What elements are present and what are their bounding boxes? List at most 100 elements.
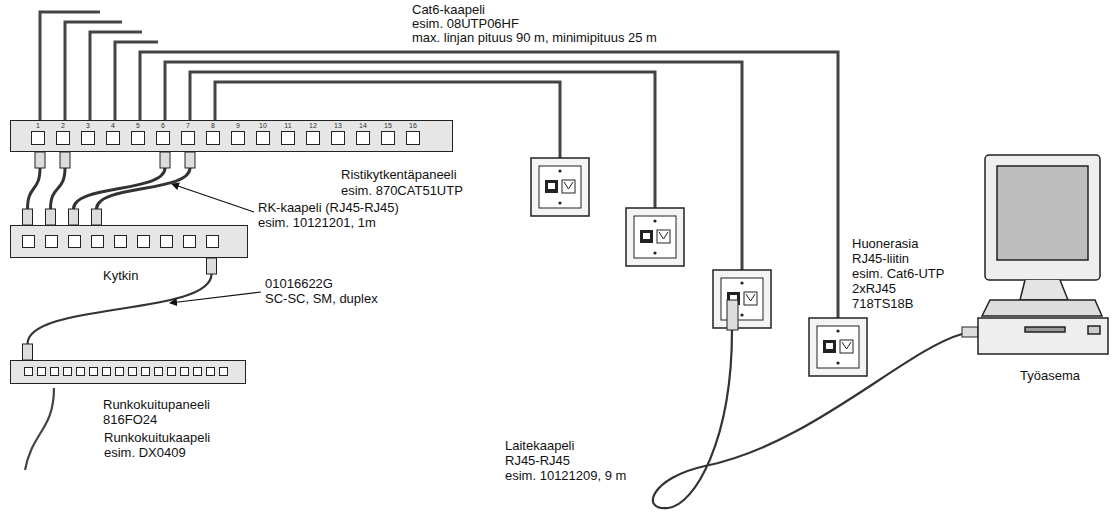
fibre-port — [141, 367, 150, 376]
fibre-port — [128, 367, 137, 376]
callout-label: 718TS18B — [852, 296, 913, 311]
workstation-illustration — [978, 155, 1108, 354]
node-label: Runkokuitupaneeli — [103, 397, 210, 412]
network-switch: Kytkin — [10, 225, 248, 258]
port-number: 16 — [406, 122, 420, 130]
cable-plug — [160, 152, 170, 168]
port-number: 4 — [106, 122, 120, 130]
port-number: 6 — [156, 122, 170, 130]
fibre-port — [63, 367, 72, 376]
callout-label: esim. DX0409 — [104, 445, 186, 460]
rj45-port — [81, 131, 95, 145]
port-number: 1 — [31, 122, 45, 130]
fibre-port — [102, 367, 111, 376]
port-number: 12 — [306, 122, 320, 130]
fibre-port — [115, 367, 124, 376]
cable-plug — [185, 152, 195, 168]
port-number: 8 — [206, 122, 220, 130]
callout-label: esim. 08UTP06HF — [412, 16, 519, 31]
rj45-port — [156, 131, 170, 145]
callout-label: Huonerasia — [852, 236, 919, 251]
patch-panel: Ristikytkentäpaneeliesim. 870CAT51UTP123… — [10, 120, 453, 152]
node-label: Työasema — [1020, 368, 1080, 383]
fibre-patch-cable — [23, 258, 217, 360]
fibre-panel: Runkokuitupaneeli816FO24 — [10, 360, 246, 384]
rj45-port — [181, 131, 195, 145]
fibre-port — [219, 367, 228, 376]
rj45-port — [406, 131, 420, 145]
leader-arrow — [172, 184, 254, 212]
cable-line — [97, 168, 191, 209]
rj45-port — [160, 235, 173, 248]
rj45-port — [131, 131, 145, 145]
rj45-port — [206, 235, 219, 248]
port-number: 3 — [81, 122, 95, 130]
patch-cable — [23, 152, 46, 225]
callout-label: esim. 10121209, 9 m — [505, 468, 626, 483]
rj45-port — [137, 235, 150, 248]
rj45-port — [381, 131, 395, 145]
cable-plug — [69, 209, 79, 225]
callout-label: esim. Cat6-UTP — [852, 266, 944, 281]
callout-label: RJ45-liitin — [852, 251, 909, 266]
callout-label: Cat6-kaapeli — [412, 2, 485, 17]
callout-label: 2xRJ45 — [852, 281, 896, 296]
rj45-port — [206, 131, 220, 145]
wall-outlet — [626, 208, 684, 266]
rj45-port — [91, 235, 104, 248]
callout-label: Laitekaapeli — [505, 438, 574, 453]
rj45-plug — [962, 327, 978, 337]
rj45-port — [106, 131, 120, 145]
cable-plug — [46, 209, 56, 225]
cable-plug — [92, 209, 102, 225]
rj45-port — [114, 235, 127, 248]
callout-label: RJ45-RJ45 — [505, 453, 570, 468]
port-number: 10 — [256, 122, 270, 130]
fibre-port — [76, 367, 85, 376]
fibre-port — [193, 367, 202, 376]
callout-label: RK-kaapeli (RJ45-RJ45) — [258, 200, 399, 215]
rj45-port — [22, 235, 35, 248]
port-number: 9 — [231, 122, 245, 130]
cable-line — [51, 168, 66, 209]
node-label: Ristikytkentäpaneeli — [341, 167, 457, 182]
workstation: Työasema — [960, 150, 1110, 362]
node-label: Kytkin — [103, 268, 138, 283]
fibre-port — [37, 367, 46, 376]
fibre-cable — [25, 388, 54, 470]
patch-cable — [69, 152, 171, 225]
rj45-port — [256, 131, 270, 145]
fibre-port — [24, 367, 33, 376]
rj45-port — [331, 131, 345, 145]
cable-line — [28, 274, 212, 344]
wall-outlet — [713, 270, 771, 328]
node-label: 816FO24 — [103, 412, 157, 427]
wall-outlet — [809, 318, 867, 376]
fibre-port — [206, 367, 215, 376]
device-cable — [653, 330, 962, 508]
rj45-port — [68, 235, 81, 248]
rj45-plug — [727, 300, 738, 330]
cable-plug — [207, 258, 217, 274]
port-number: 5 — [131, 122, 145, 130]
port-number: 11 — [281, 122, 295, 130]
cable-plug — [35, 152, 45, 168]
cable-plug — [23, 344, 33, 360]
rj45-port — [281, 131, 295, 145]
rj45-port — [31, 131, 45, 145]
cable-line — [28, 168, 41, 209]
wall-outlet — [531, 158, 589, 216]
leader-arrow — [170, 292, 261, 303]
callout-label: max. linjan pituus 90 m, minimipituus 25… — [412, 30, 657, 45]
callout-label: Runkokuitukaapeli — [104, 430, 210, 445]
fibre-port — [50, 367, 59, 376]
port-number: 2 — [56, 122, 70, 130]
fibre-port — [89, 367, 98, 376]
patch-cable — [92, 152, 196, 225]
port-number: 14 — [356, 122, 370, 130]
callout-label: SC-SC, SM, duplex — [265, 291, 378, 306]
port-number: 7 — [181, 122, 195, 130]
cable-plug — [60, 152, 70, 168]
rj45-port — [231, 131, 245, 145]
cable-plug — [23, 209, 33, 225]
